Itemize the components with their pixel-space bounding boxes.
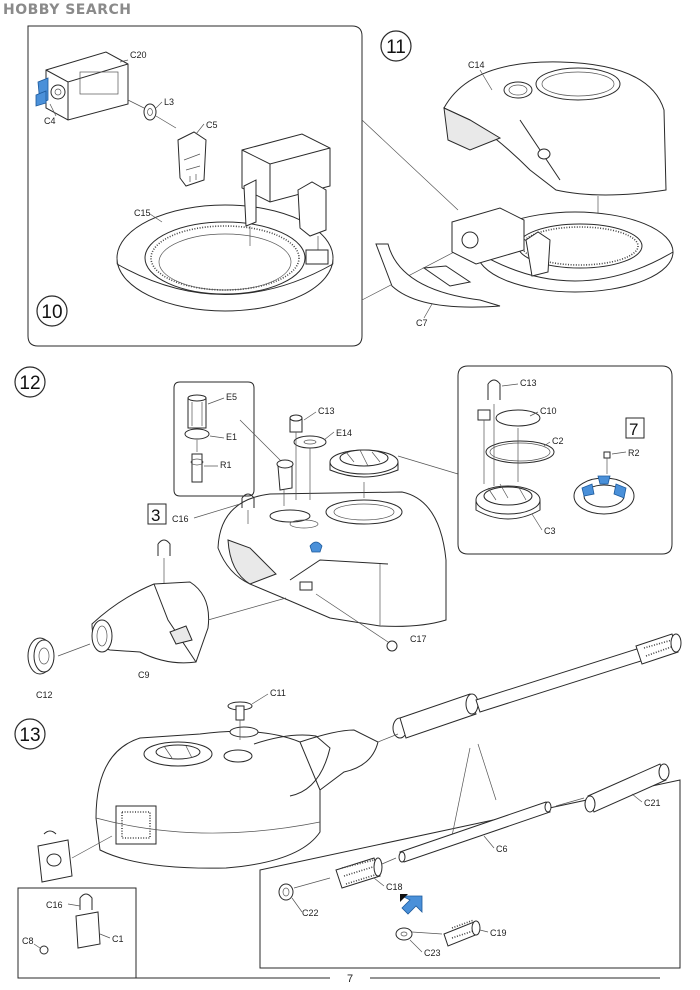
label-c20: C20	[130, 50, 147, 60]
part-c5-bracket	[177, 131, 207, 187]
label-c9: C9	[138, 670, 150, 680]
label-c15: C15	[134, 208, 151, 218]
label-c13: C13	[318, 406, 335, 416]
label-c16-inset: C16	[46, 900, 63, 910]
step-13-turret	[95, 726, 379, 869]
step-12-badge: 12	[14, 366, 46, 398]
label-c4: C4	[44, 116, 56, 126]
part-c11-periscope: C11	[227, 688, 286, 740]
assembly-arrow-line	[57, 643, 91, 657]
step-13-barrel	[377, 633, 682, 743]
step-13-badge: 13	[14, 718, 46, 750]
label-c14: C14	[468, 60, 485, 70]
label-c3: C3	[544, 526, 556, 536]
label-c11: C11	[270, 688, 286, 698]
label-c2: C2	[552, 436, 564, 446]
page-number-text: 7	[347, 973, 353, 985]
part-c15-ring	[116, 204, 334, 312]
label-e5: E5	[226, 392, 237, 402]
step-12-number: 12	[19, 373, 40, 394]
label-c21: C21	[644, 798, 661, 808]
step-10-frame	[27, 25, 363, 347]
part-cupola-ring	[329, 449, 399, 498]
label-c7: C7	[416, 318, 428, 328]
part-c12-cap: C12	[27, 637, 55, 700]
part-c7-strip: C7	[375, 243, 501, 328]
label-c22: C22	[302, 908, 319, 918]
label-c5: C5	[206, 120, 218, 130]
callout-line	[361, 119, 459, 301]
step-12-turret	[217, 491, 447, 627]
part-c9-mantlet: C9	[91, 581, 210, 680]
step-10-number: 10	[41, 302, 62, 323]
step-13-number: 13	[19, 725, 40, 746]
callout-line	[239, 419, 283, 463]
label-r2: R2	[628, 448, 640, 458]
step-13-barrel-inset: C21 C6 C18 C22 C19	[259, 743, 681, 969]
label-c23: C23	[424, 948, 441, 958]
label-c10: C10	[540, 406, 557, 416]
step-10-labels: C20 L3 C5 C4 C15	[44, 50, 218, 223]
page-number: 7	[40, 973, 660, 985]
label-c12: C12	[36, 690, 53, 700]
step-11-number: 11	[386, 37, 406, 58]
label-e14: E14	[336, 428, 352, 438]
label-l3: L3	[164, 97, 174, 107]
part-c17-pin: C17	[315, 593, 427, 652]
label-c6: C6	[496, 844, 508, 854]
step-12-hatch-parts: C13 E14	[276, 406, 352, 506]
label-c16: C16	[172, 514, 189, 524]
step-12-inset-cupola: C13 C10 C2 C3 R2 7	[457, 365, 673, 555]
assembly-arrow-line	[207, 597, 287, 621]
part-c14-turret-shell	[443, 61, 667, 196]
step-11-ring-assembly	[451, 207, 674, 293]
ref-7-number: 7	[629, 420, 638, 439]
callout-line	[397, 455, 459, 475]
step-12-inset-e5: E5 E1 R1	[173, 381, 255, 497]
label-c17: C17	[410, 634, 427, 644]
label-c1: C1	[112, 934, 124, 944]
label-e1: E1	[226, 432, 237, 442]
step-11-badge: 11	[380, 30, 412, 62]
blue-arrow-icon	[401, 895, 423, 915]
part-l3-ring	[127, 99, 177, 129]
label-c19: C19	[490, 928, 507, 938]
ref-box-3: 3	[147, 503, 167, 525]
label-r1: R1	[220, 460, 232, 470]
part-c20-on-ring	[241, 133, 331, 265]
part-c20-mantlet	[35, 51, 129, 121]
label-c8: C8	[22, 936, 34, 946]
hobbysearch-watermark: HOBBY SEARCH	[3, 2, 132, 18]
step-10-badge: 10	[36, 295, 68, 327]
label-c13-inset: C13	[520, 378, 537, 388]
label-c18: C18	[386, 882, 403, 892]
ref-3-number: 3	[151, 506, 160, 525]
